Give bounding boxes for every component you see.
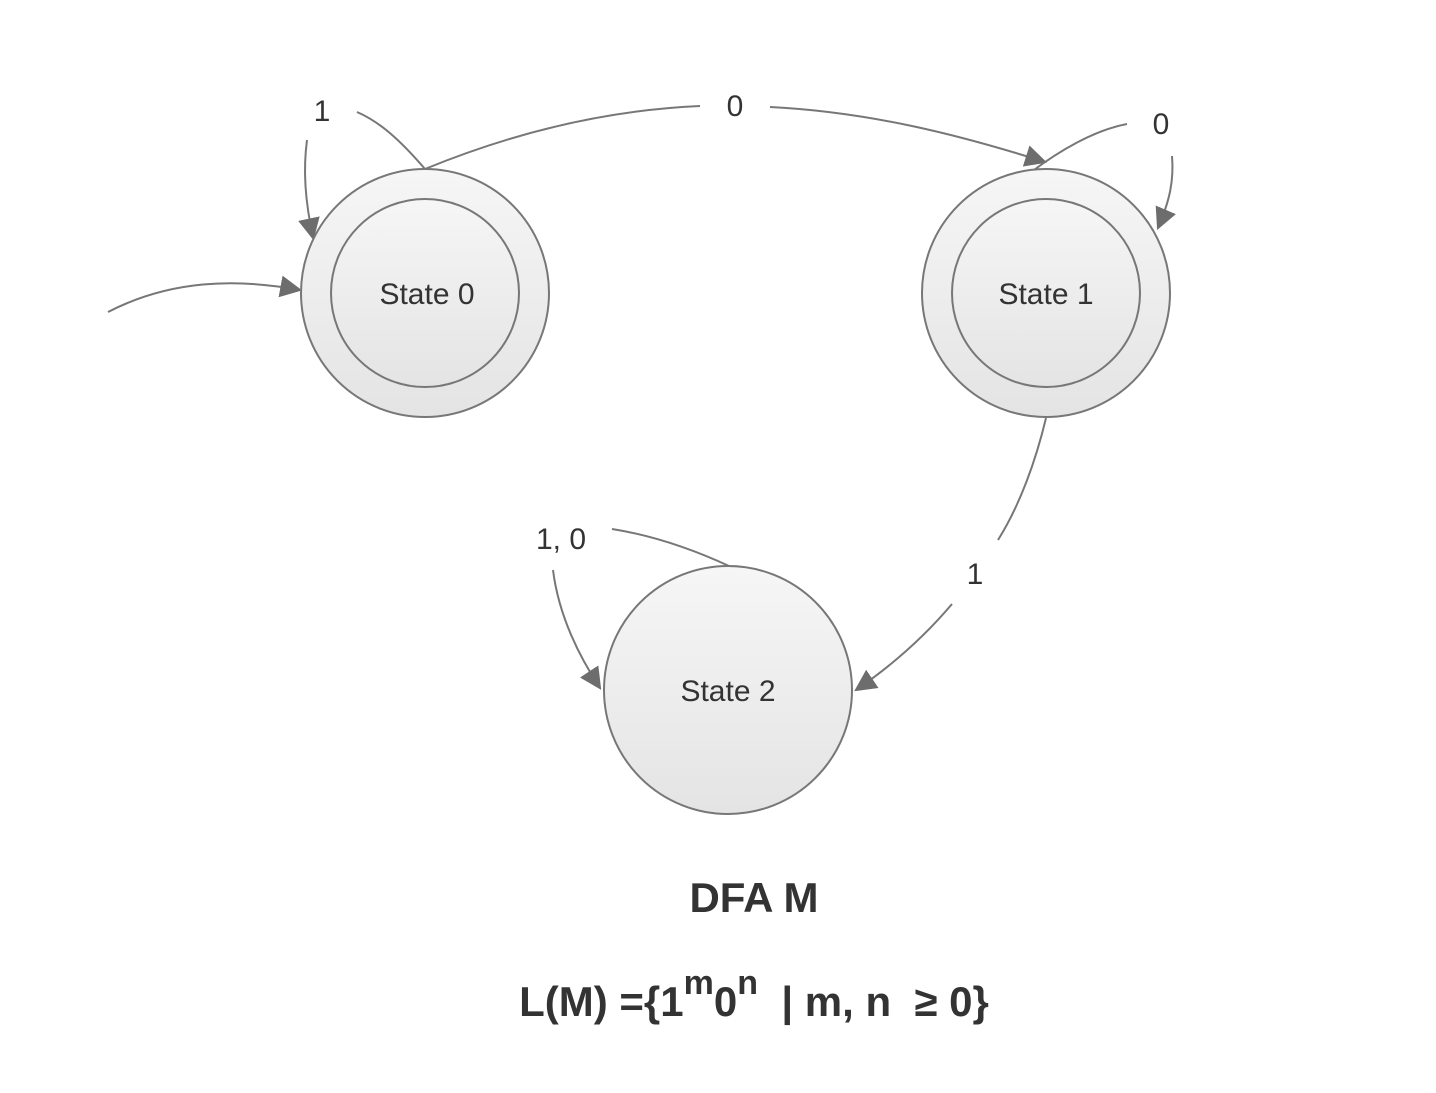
edge-s1-self-arrow (1155, 155, 1176, 231)
edge-s0-self-arrow (298, 139, 320, 241)
edge-label-s0-self: 1 (314, 95, 331, 128)
edge-s0-self (356, 111, 426, 170)
edge-s2-self-arrow (552, 569, 602, 690)
edge-label-s1-self: 0 (1153, 108, 1170, 141)
edge-s1-s2-arrow (854, 603, 953, 692)
edge-s1-s2 (997, 417, 1047, 541)
language-mid: 0 (714, 978, 737, 1025)
edge-s0-s1-arrow (769, 106, 1048, 167)
state-1-label: State 1 (998, 278, 1093, 311)
language-sup-m: m (684, 964, 714, 1002)
state-0-node[interactable]: State 0 (300, 168, 550, 418)
language-prefix: L(M) ={1 (519, 978, 684, 1025)
edge-label-s0-s1: 0 (727, 90, 744, 123)
language-definition: L(M) ={1m0n | m, n ≥ 0} (519, 964, 989, 1026)
state-0-label: State 0 (379, 278, 474, 311)
state-2-label: State 2 (680, 675, 775, 708)
state-1-node[interactable]: State 1 (921, 168, 1171, 418)
diagram-title: DFA M (689, 874, 818, 921)
language-sup-n: n (737, 964, 758, 1002)
edge-s2-self (611, 528, 730, 567)
edge-label-s1-s2: 1 (967, 558, 984, 591)
edge-label-s2-self: 1, 0 (536, 523, 586, 556)
edge-s1-self (1007, 123, 1128, 194)
edge-s0-s1 (424, 105, 701, 170)
language-suffix: | m, n ≥ 0} (758, 978, 989, 1026)
state-2-node[interactable]: State 2 (603, 565, 853, 815)
start-arrow (107, 275, 303, 313)
